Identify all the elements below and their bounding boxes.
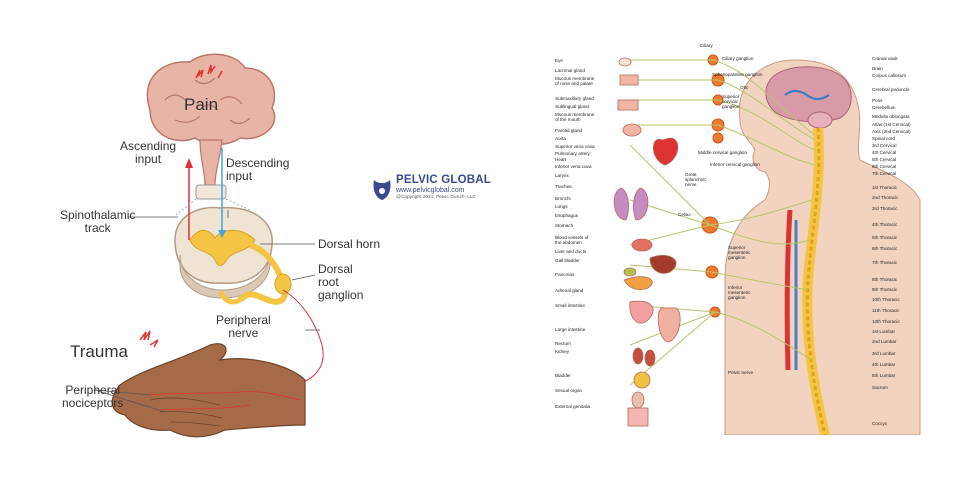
organ-label: Esophagus bbox=[555, 213, 578, 218]
hand-illustration bbox=[111, 330, 306, 438]
ganglion-label: Celiac bbox=[678, 212, 691, 217]
vertebra-label: 3rd Cervical bbox=[872, 143, 897, 148]
organ-label: Pancreas bbox=[555, 272, 575, 277]
organ-label: Adrenal gland bbox=[555, 288, 584, 293]
vertebra-label: Cranial vault bbox=[872, 56, 898, 61]
pain-pathway-diagram: Pain Ascending input Descending input Sp… bbox=[0, 0, 380, 474]
organ-label: Blood vessels of the abdomen bbox=[555, 235, 589, 245]
vertebra-label: 7th Thoracic bbox=[872, 260, 898, 265]
vertebra-label: 9th Thoracic bbox=[872, 287, 898, 292]
pelvis-logo-icon bbox=[373, 180, 391, 200]
vertebra-label: 4th Thoracic bbox=[872, 222, 898, 227]
ganglion-label: Superior mesenteric ganglion bbox=[728, 245, 751, 260]
pain-pathway-illustration bbox=[94, 53, 324, 438]
brain-illustration bbox=[146, 53, 276, 186]
ganglion-label: Ciliary ganglion bbox=[722, 56, 754, 61]
organ-label: Inferior vena cava bbox=[555, 164, 592, 169]
vertebra-label: 2nd Lumbar bbox=[872, 339, 897, 344]
ganglion-label: Great splanchnic nerve bbox=[685, 172, 707, 187]
ganglion-label: Middle cervical ganglion bbox=[698, 150, 748, 155]
trauma-label: Trauma bbox=[70, 342, 128, 361]
ascending-input-label: Ascending input bbox=[120, 139, 177, 166]
vertebra-label: 10th Thoracic bbox=[872, 297, 900, 302]
vertebra-label: Atlas (1st Cervical) bbox=[872, 122, 911, 127]
vertebra-label: Axis (2nd Cervical) bbox=[872, 129, 911, 134]
anatomy-illustration bbox=[613, 54, 921, 437]
vertebra-label: 8th Thoracic bbox=[872, 277, 898, 282]
organ-label: Bronchi bbox=[555, 196, 571, 201]
vertebra-label: 3rd Thoracic bbox=[872, 206, 898, 211]
vertebra-label: 4th Cervical bbox=[872, 150, 897, 155]
vertebra-label: 5th Lumbar bbox=[872, 373, 896, 378]
ganglion-label: Inferior cervical ganglion bbox=[710, 162, 760, 167]
vertebra-label: 6th Thoracic bbox=[872, 246, 898, 251]
vertebra-label: Sacrum bbox=[872, 385, 888, 390]
ganglion-label: Otic bbox=[740, 85, 749, 90]
organ-label: Trachea bbox=[555, 184, 572, 189]
organ-label: Sexual organ bbox=[555, 388, 583, 393]
organ-label: Larynx bbox=[555, 173, 569, 178]
ganglion-label: Sphenopalatine ganglion bbox=[712, 72, 763, 77]
organ-label: Eye bbox=[555, 58, 563, 63]
vertebra-label: Spinal cord bbox=[872, 136, 895, 141]
vertebra-label: Brain bbox=[872, 66, 883, 71]
vertebra-label: 5th Cervical bbox=[872, 157, 897, 162]
dorsal-root-ganglion-label: Dorsal root ganglion bbox=[318, 262, 364, 302]
organ-label: Heart bbox=[555, 157, 567, 162]
organ-label: Lacrimal gland bbox=[555, 68, 585, 73]
spinal-cord-section bbox=[174, 184, 292, 305]
vertebra-label: Medulla oblongata bbox=[872, 114, 910, 119]
pain-label: Pain bbox=[184, 95, 219, 114]
vertebra-label: 11th Thoracic bbox=[872, 308, 900, 313]
peripheral-nociceptors-label: Peripheral nociceptors bbox=[62, 383, 124, 410]
organ-label: Stomach bbox=[555, 223, 574, 228]
vertebra-label: 3rd Lumbar bbox=[872, 351, 896, 356]
organ-label: External genitalia bbox=[555, 404, 591, 409]
organ-label: Parotid gland bbox=[555, 128, 583, 133]
organ-label: Pulmonary artery bbox=[555, 151, 590, 156]
ganglion-label: Superior cervical ganglion bbox=[722, 94, 740, 109]
vertebra-label: 7th Cervical bbox=[872, 171, 897, 176]
organ-label: Submaxillary gland bbox=[555, 96, 594, 101]
organ-label: Lungs bbox=[555, 204, 568, 209]
organ-label: Mucous membrane of nose and palate bbox=[555, 76, 595, 86]
vertebra-label: 6th Cervical bbox=[872, 164, 897, 169]
vertebra-label: 1st Thoracic bbox=[872, 185, 897, 190]
peripheral-nerve-label: Peripheral nerve bbox=[216, 313, 271, 340]
organ-label: Liver and ducts bbox=[555, 249, 587, 254]
spinothalamic-track-label: Spinothalamic track bbox=[60, 208, 136, 235]
ganglion-label: Inferior mesenteric ganglion bbox=[728, 285, 751, 300]
organ-label: Sublingual gland bbox=[555, 104, 589, 109]
organ-label: Mucous membrane of the mouth bbox=[555, 112, 595, 122]
organ-label: Rectum bbox=[555, 341, 571, 346]
vertebra-label: Cerebellum bbox=[872, 105, 896, 110]
organ-label: Small intestine bbox=[555, 303, 585, 308]
logo-copyright: @Copyright 2021, Pelvic Guru®, LLC bbox=[396, 195, 476, 200]
vertebra-label: 4th Lumbar bbox=[872, 362, 896, 367]
descending-input-label: Descending input bbox=[226, 156, 290, 183]
organ-label: Kidney bbox=[555, 349, 570, 354]
vertebra-label: 12th Thoracic bbox=[872, 319, 900, 324]
vertebra-label: 2nd Thoracic bbox=[872, 195, 899, 200]
vertebra-label: 1st Lumbar bbox=[872, 329, 895, 334]
logo-url: www.pelvicglobal.com bbox=[396, 187, 465, 194]
organ-label: Aorta bbox=[555, 136, 566, 141]
organ-label: Bladder bbox=[555, 373, 571, 378]
dorsal-horn-label: Dorsal horn bbox=[318, 237, 381, 251]
logo-title: PELVIC GLOBAL bbox=[396, 174, 492, 186]
vertebra-label: Coccyx bbox=[872, 421, 888, 426]
pelvic-global-logo: PELVIC GLOBAL www.pelvicglobal.com @Copy… bbox=[370, 172, 510, 206]
vertebra-label: Corpus callosum bbox=[872, 73, 907, 78]
organ-label: Superior vena cava bbox=[555, 144, 595, 149]
ganglion-label: Pelvic nerve bbox=[728, 370, 754, 375]
vertebra-label: Pons bbox=[872, 98, 883, 103]
organ-label: Large intestine bbox=[555, 327, 586, 332]
vertebra-label: Cerebral peduncle bbox=[872, 87, 910, 92]
ganglion-label: Ciliary bbox=[700, 43, 713, 48]
vertebra-label: 5th Thoracic bbox=[872, 235, 898, 240]
organ-label: Gall bladder bbox=[555, 258, 580, 263]
